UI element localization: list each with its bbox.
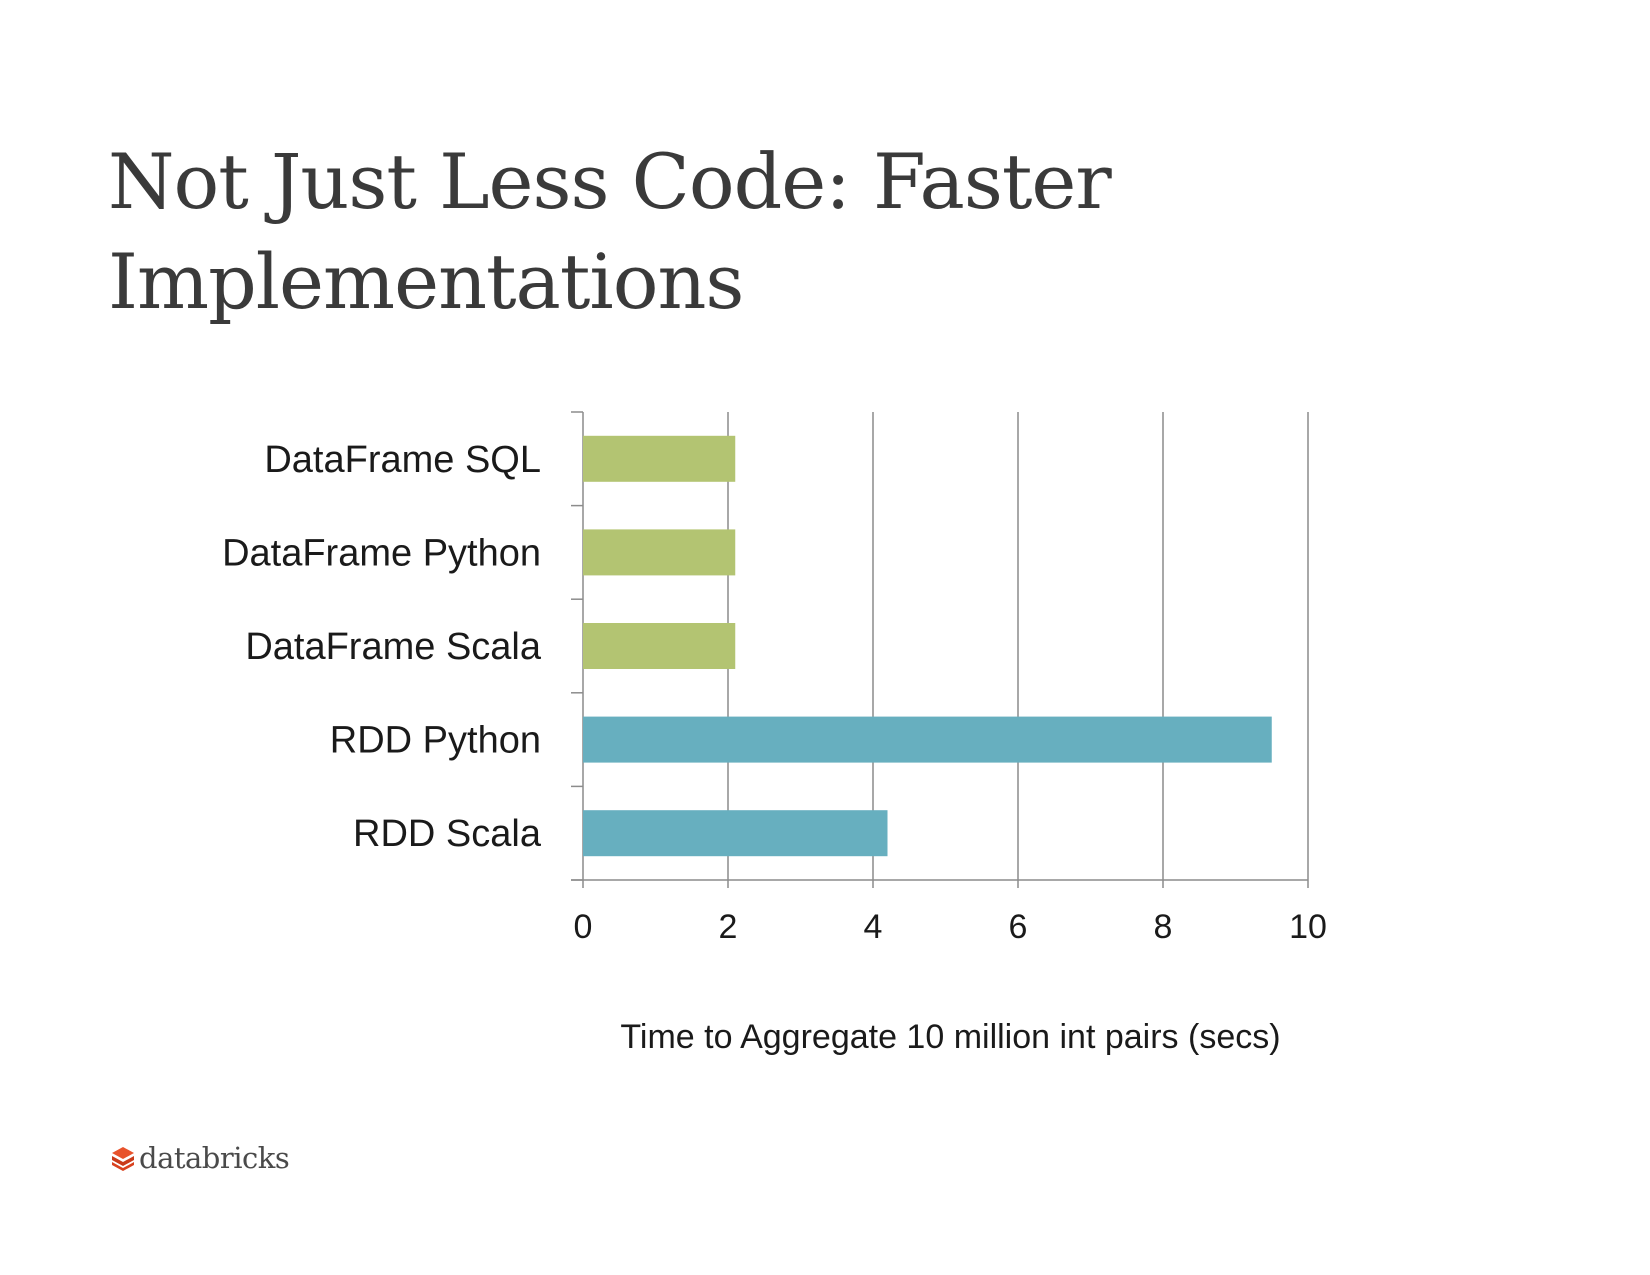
x-tick-label: 4: [864, 908, 883, 946]
x-tick-labels: 0 2 4 6 8 10: [574, 908, 1327, 946]
bar: [583, 623, 736, 669]
logo-text: databricks: [139, 1141, 290, 1175]
category-label: RDD Scala: [353, 813, 542, 855]
x-tick-label: 6: [1009, 908, 1028, 946]
x-tick-label: 10: [1289, 908, 1327, 946]
x-tick-label: 8: [1154, 908, 1173, 946]
bar: [583, 435, 736, 482]
axes: [571, 411, 1308, 881]
category-label: DataFrame Scala: [245, 626, 542, 668]
bars: [583, 435, 1272, 857]
slide-title: Not Just Less Code: Faster Implementatio…: [108, 137, 1112, 326]
databricks-logo: databricks: [110, 1138, 290, 1178]
category-label: DataFrame Python: [222, 532, 541, 574]
bar: [583, 716, 1272, 763]
bar: [583, 529, 736, 576]
x-axis-title: Time to Aggregate 10 million int pairs (…: [620, 1018, 1280, 1056]
databricks-logo-icon: [112, 1147, 134, 1171]
x-tick-label: 2: [719, 908, 738, 946]
x-tick-label: 0: [574, 908, 593, 946]
bar: [583, 810, 888, 857]
category-label: RDD Python: [330, 720, 541, 762]
category-label: DataFrame SQL: [264, 439, 541, 481]
